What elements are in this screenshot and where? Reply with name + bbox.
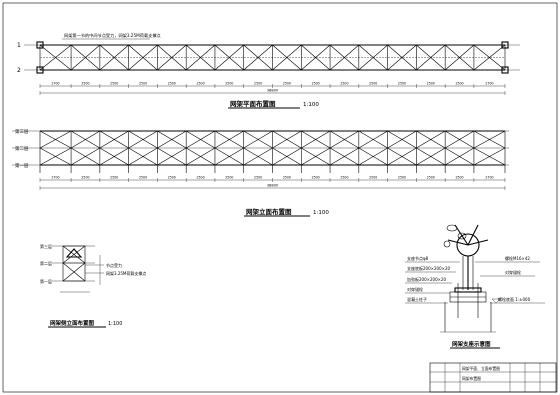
dimension-label: 2500: [254, 82, 262, 86]
title-block-drawing-title: 网架布置图: [462, 376, 481, 381]
dimension-label: 2500: [197, 176, 205, 180]
support-detail: 支座节点φ8 支座底板200×200×20 加劲板200×200×20 对穿锚栓…: [405, 224, 545, 349]
dimension-label: 2500: [455, 176, 463, 180]
support-label-5: 混凝土柱子: [407, 296, 427, 302]
support-label-2: 支座底板200×200×20: [407, 265, 451, 271]
dimension-label: 2500: [254, 176, 262, 180]
dimension-label: 2500: [312, 82, 320, 86]
support-title: 网架支座示意图: [452, 340, 491, 348]
dimension-label: 2500: [369, 82, 377, 86]
support-right-label-2: 对穿锚栓: [505, 269, 521, 275]
total-dimension-label: 38800: [267, 184, 278, 188]
plan-note: 网架第一节的中间节点受力，网架3.25M荷载支撑点: [64, 32, 161, 39]
elevation-view: 第三层 第二层 第一层 2700 2500 2500 2500 2500 2500 2500…: [12, 128, 509, 217]
elev-level-2: 第二层: [15, 145, 29, 152]
support-right-label-1: 螺栓M16×42: [505, 255, 530, 261]
dimension-label: 2500: [427, 176, 435, 180]
title-block-drawing-no: 网架平面、立面布置图: [462, 366, 500, 371]
dimension-label: 2500: [340, 82, 348, 86]
dimension-label: 2700: [51, 82, 59, 86]
side-scale: 1:100: [108, 321, 122, 327]
side-level-3: 第三层: [40, 243, 52, 249]
dimension-label: 2500: [168, 176, 176, 180]
side-level-2: 第二层: [40, 260, 52, 266]
side-title: 网架侧立面布置图: [50, 319, 95, 327]
dimension-label: 2500: [81, 176, 89, 180]
dimension-label: 2500: [340, 176, 348, 180]
support-label-1: 支座节点φ8: [407, 255, 429, 261]
dimension-label: 2500: [110, 82, 118, 86]
plan-axis-1: 1: [17, 42, 21, 49]
dimension-label: 2500: [225, 176, 233, 180]
dimension-label: 2500: [283, 176, 291, 180]
support-elevation-label: 螺栓底面 1:±000: [498, 296, 531, 302]
dimension-label: 2500: [197, 82, 205, 86]
dimension-label: 2500: [312, 176, 320, 180]
elev-level-3: 第三层: [15, 128, 29, 135]
dimension-label: 2500: [398, 176, 406, 180]
side-note-2: 网架3.25M荷载支撑点: [106, 270, 146, 276]
side-level-1: 第一层: [40, 278, 52, 284]
side-note-1: 节点受力: [106, 262, 122, 268]
dimension-label: 2500: [369, 176, 377, 180]
dimension-label: 2500: [283, 82, 291, 86]
dimension-label: 2500: [455, 82, 463, 86]
plan-view: 1 2 网架第一节的中间节点受力，网架3.25M荷载支撑点 2700 2500 25…: [17, 32, 520, 109]
elevation-title: 网架立面布置图: [246, 207, 292, 216]
dimension-label: 2500: [139, 176, 147, 180]
plan-dimension-chain: 2700 2500 2500 2500 2500 2500 2500 2500 2500 2500…: [39, 82, 506, 95]
elevation-dimension-chain: 2700 2500 2500 2500 2500 2500 2500 2500 2500 2500…: [39, 176, 506, 190]
plan-title: 网架平面布置图: [230, 99, 276, 108]
elevation-scale: 1:100: [313, 210, 329, 216]
dimension-label: 2500: [139, 82, 147, 86]
dimension-label: 2500: [427, 82, 435, 86]
elevation-truss: [12, 130, 509, 173]
dimension-label: 2500: [398, 82, 406, 86]
side-load-triangle: [65, 248, 83, 258]
dimension-label: 2500: [168, 82, 176, 86]
dimension-label: 2500: [225, 82, 233, 86]
dimension-label: 2700: [485, 176, 493, 180]
total-dimension-label: 38800: [267, 89, 278, 93]
side-view: 第三层 第二层 第一层 节点受力 网架3.25M荷载支撑点 网架侧立面布置图 1…: [40, 243, 146, 328]
dimension-label: 2700: [51, 176, 59, 180]
support-label-3: 加劲板200×200×20: [407, 276, 447, 282]
plan-axis-2: 2: [17, 67, 21, 74]
plan-truss: [36, 41, 509, 74]
dimension-label: 2500: [81, 82, 89, 86]
support-label-4: 对穿锚栓: [407, 286, 423, 292]
dimension-label: 2500: [110, 176, 118, 180]
title-block: 网架平面、立面布置图 网架布置图: [429, 362, 557, 393]
plan-scale: 1:100: [303, 102, 319, 108]
dimension-label: 2700: [485, 82, 493, 86]
elev-level-1: 第一层: [15, 162, 29, 169]
